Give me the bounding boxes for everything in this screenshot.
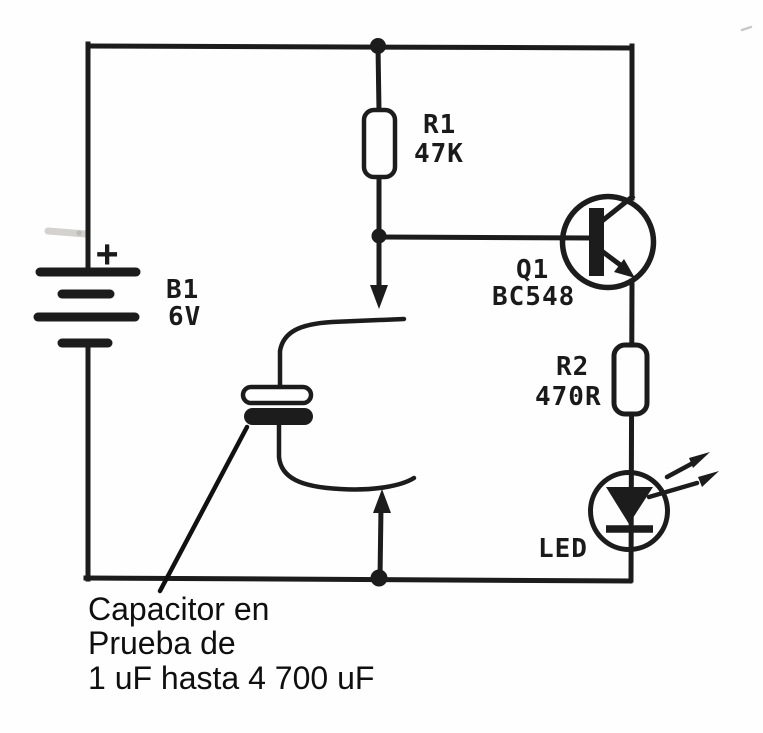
resistor-r2-symbol [611,342,650,417]
transistor-base-bar [589,208,604,276]
caption-pointer-line [157,424,250,594]
transistor-circle [559,193,657,291]
npn-transistor-symbol [559,193,657,291]
bottom-rail-wire [83,575,633,584]
light-ray-arrow-lower [646,471,719,500]
battery-plus-sign: + [96,232,118,275]
emitter-arrowhead [614,259,635,278]
r1-ref-label: R1 [423,110,456,140]
capacitor-top-clip-lead [277,316,407,389]
caption-line-2: Prueba de [88,625,236,661]
battery-value-label: 6V [168,302,201,332]
led-circle [588,470,670,552]
top-rail-wire [85,43,635,51]
caption-line-3: 1 uF hasta 4 700 uF [88,660,374,696]
r2-ref-label: R2 [556,352,589,382]
probe-arrow-up [373,489,391,513]
battery-symbol: + [33,232,141,348]
junction-dot-top [370,38,386,54]
probe-arrow-down [370,285,388,309]
r2-value-label: 470R [535,382,602,412]
q1-part-label: BC548 [492,282,575,312]
base-wire [376,234,593,241]
led-triangle [606,487,653,524]
scan-smudge-artifact [44,25,753,238]
r1-top-lead-wire [375,43,382,114]
capacitor-bottom-plate [244,408,313,425]
led-symbol [588,452,719,552]
caption-line-1: Capacitor en [88,591,269,627]
r1-value-label: 47K [414,139,464,169]
right-rail-wire-lower [628,278,635,583]
probe-up-shaft [377,505,384,581]
capacitor-top-plate [240,384,314,406]
light-ray-arrow-upper [664,452,710,480]
q1-ref-label: Q1 [516,255,549,285]
led-label: LED [538,534,588,564]
capacitor-under-test-symbol [240,233,417,581]
battery-ref-label: B1 [166,275,199,305]
capacitor-bottom-clip-lead [276,421,417,492]
resistor-r1-symbol [361,107,398,180]
